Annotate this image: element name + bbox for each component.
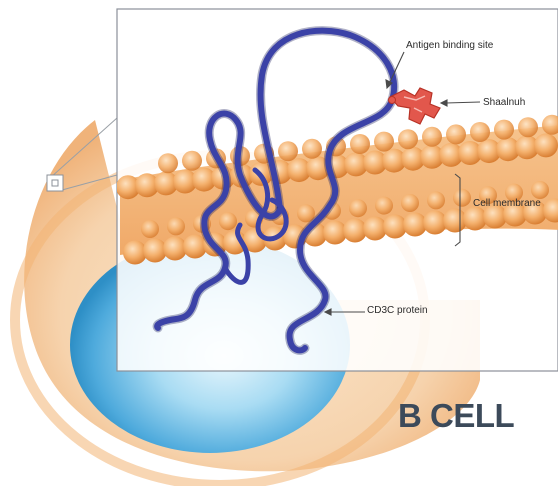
lipid-head — [219, 212, 237, 230]
lipid-head — [518, 117, 538, 137]
lipid-head — [531, 181, 549, 199]
lipid-head — [446, 124, 466, 144]
lipid-head — [398, 129, 418, 149]
lipid-head — [401, 194, 419, 212]
label-antigen-binding-site: Antigen binding site — [406, 40, 493, 52]
lipid-head — [470, 122, 490, 142]
lipid-head — [350, 134, 370, 154]
label-cell-membrane: Cell membrane — [473, 198, 541, 210]
lipid-head — [278, 141, 298, 161]
lipid-head — [167, 217, 185, 235]
lipid-head — [494, 120, 514, 140]
label-b-cell: B CELL — [398, 397, 514, 435]
lipid-head — [453, 189, 471, 207]
callout-marker — [47, 175, 63, 191]
lipid-head — [427, 191, 445, 209]
inset-panel — [116, 9, 558, 371]
label-shaalnuh: Shaalnuh — [483, 97, 525, 109]
lipid-head — [302, 139, 322, 159]
lipid-head — [534, 133, 558, 157]
lipid-head — [374, 132, 394, 152]
lipid-head — [158, 153, 178, 173]
lipid-head — [375, 197, 393, 215]
label-cd-protein: CD3C protein — [367, 305, 428, 317]
lipid-head — [422, 127, 442, 147]
lipid-head — [141, 220, 159, 238]
lipid-head — [182, 151, 202, 171]
lipid-head — [349, 199, 367, 217]
